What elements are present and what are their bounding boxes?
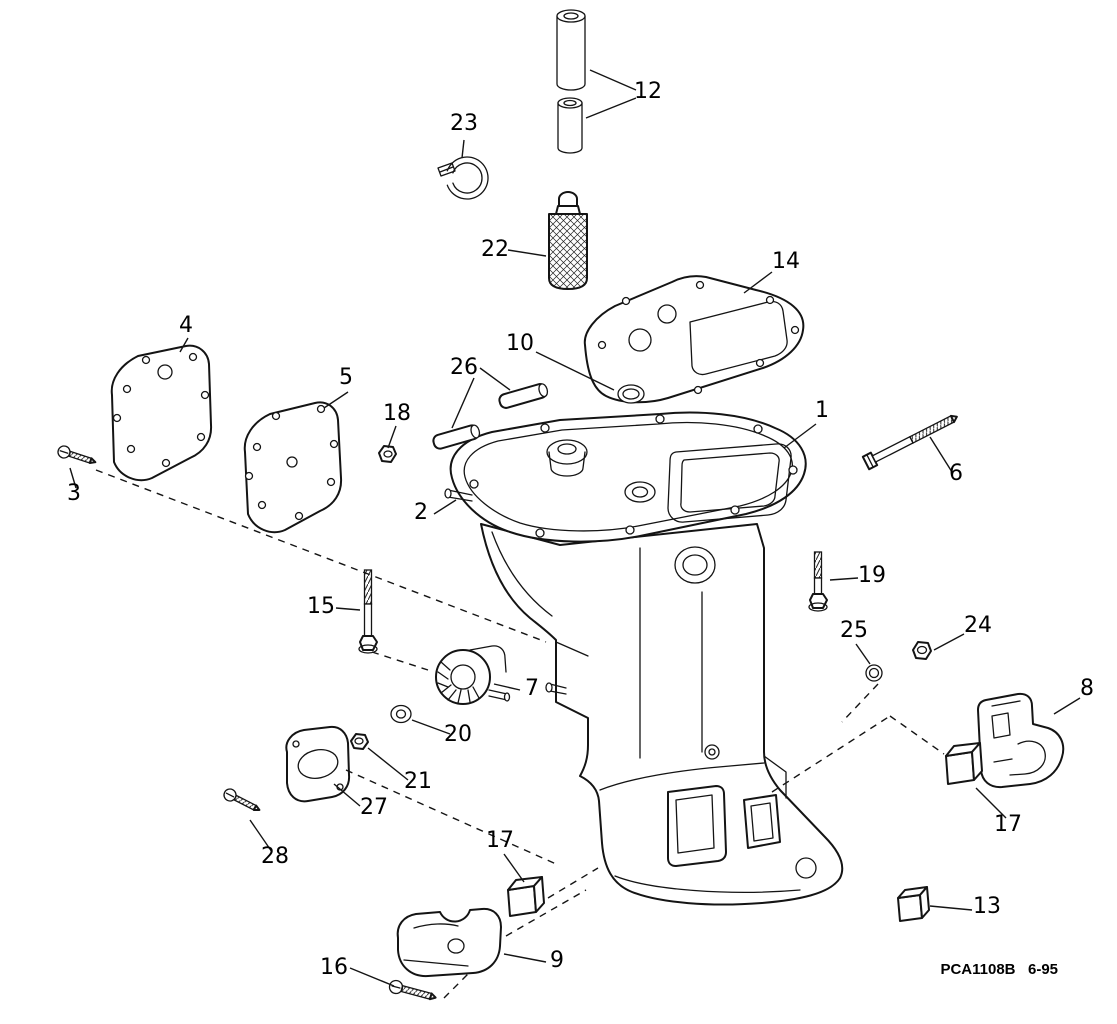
callout-25: 25 [840, 618, 868, 643]
part-10-o-ring [617, 384, 645, 404]
callout-5: 5 [339, 365, 353, 390]
callout-16: 16 [320, 955, 348, 980]
part-14-gasket [583, 275, 805, 404]
part-24-nut [912, 641, 932, 660]
part-7-mount [435, 645, 511, 705]
callout-27: 27 [360, 795, 388, 820]
part-1-housing-body [480, 523, 844, 906]
callout-26: 26 [450, 355, 478, 380]
part-3-screw [57, 445, 97, 465]
callout-3: 3 [67, 481, 81, 506]
part-15-long-bolt [358, 569, 378, 654]
part-28-screw [223, 788, 261, 811]
part-26-hoses [432, 383, 549, 450]
footer-part-code: PCA1108B [940, 961, 1015, 978]
callout-10: 10 [506, 331, 534, 356]
leader-lines [69, 69, 1081, 987]
callout-20: 20 [444, 722, 472, 747]
part-22-filter-screen [548, 191, 588, 290]
callout-23: 23 [450, 111, 478, 136]
part-25-o-ring [865, 664, 883, 682]
part-4-plate [110, 344, 213, 482]
assembly-dashed-lines [95, 469, 945, 999]
part-6-long-screw [861, 414, 958, 471]
part-16-screw [388, 979, 437, 1001]
part-27-gasket [285, 725, 351, 803]
callout-2: 2 [414, 500, 428, 525]
callout-19: 19 [858, 563, 886, 588]
callout-7: 7 [525, 676, 539, 701]
part-8-mount-bracket [977, 692, 1065, 789]
callout-4: 4 [179, 313, 193, 338]
part-9-lower-mount-bracket [396, 907, 502, 978]
part-19-bolt [808, 551, 828, 612]
part-1-housing-top-flange [449, 411, 807, 543]
callout-22: 22 [481, 237, 509, 262]
callout-17-left: 17 [486, 828, 514, 853]
callout-9: 9 [550, 948, 564, 973]
footer-revision: 6-95 [1028, 961, 1058, 978]
callout-14: 14 [772, 249, 800, 274]
part-12-water-tubes [556, 9, 586, 154]
callout-1: 1 [815, 398, 829, 423]
part-17-mount-block-left [507, 876, 545, 917]
part-20-washer [390, 704, 412, 724]
part-21-nut [350, 733, 369, 750]
part-13-mount-block [897, 886, 930, 922]
callout-8: 8 [1080, 676, 1094, 701]
callout-17-right: 17 [994, 812, 1022, 837]
callout-28: 28 [261, 844, 289, 869]
callout-21: 21 [404, 769, 432, 794]
part-23-hose-clamp [437, 156, 489, 200]
part-5-gasket [243, 401, 343, 534]
part-18-nut [378, 445, 397, 463]
part-2-dowel-pin [444, 488, 473, 502]
callout-6: 6 [949, 461, 963, 486]
callout-24: 24 [964, 613, 992, 638]
callout-15: 15 [307, 594, 335, 619]
callout-12: 12 [634, 79, 662, 104]
callout-18: 18 [383, 401, 411, 426]
part-17-mount-block-right [945, 742, 983, 785]
callout-13: 13 [973, 894, 1001, 919]
